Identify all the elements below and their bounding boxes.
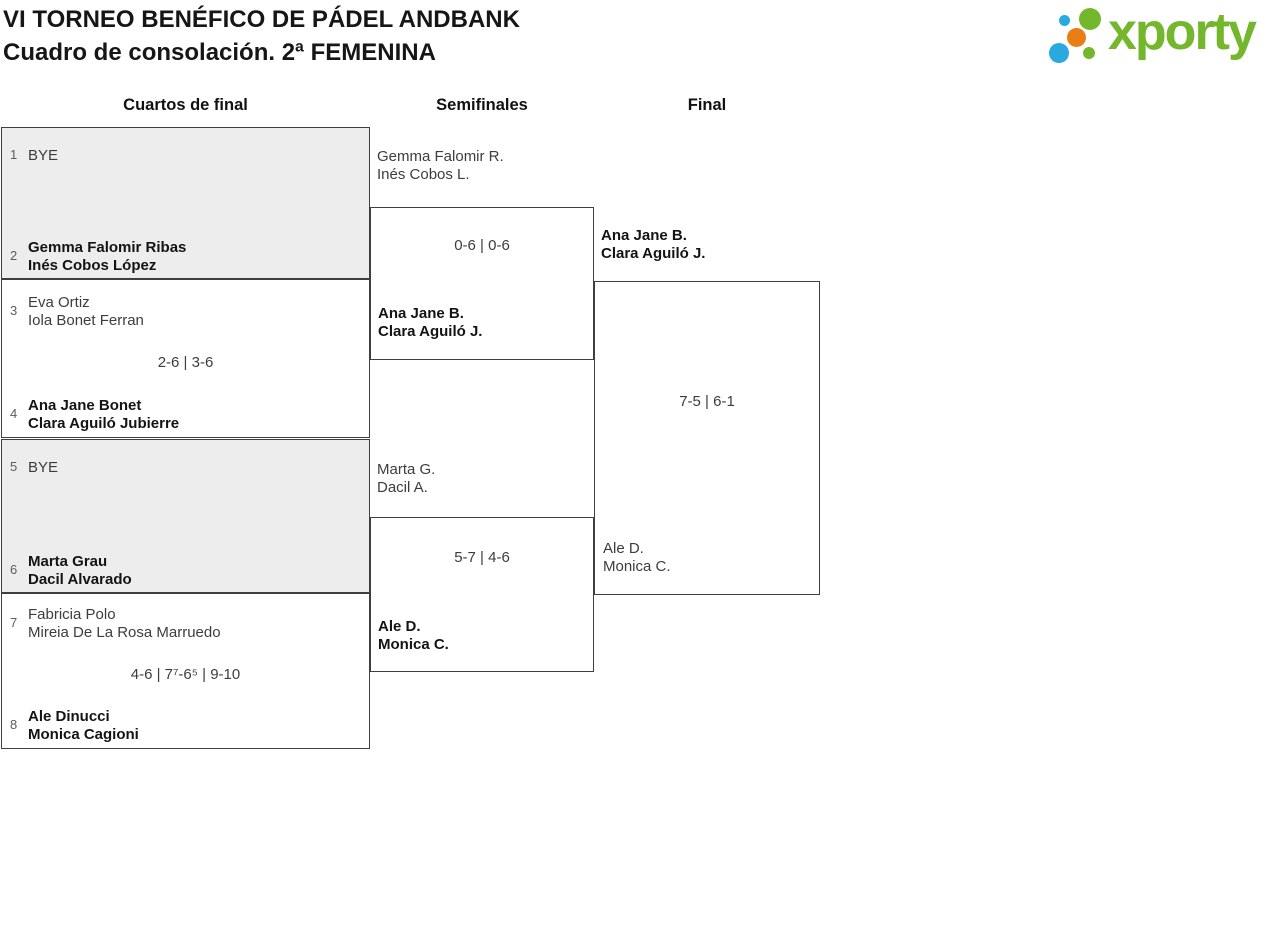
logo-dot-green-small-icon [1083, 47, 1095, 59]
team-qf3-top: BYE [28, 459, 58, 477]
team-sf1-bottom: Ana Jane B. Clara Aguiló J. [378, 305, 482, 341]
team-line: Gemma Falomir R. [377, 148, 504, 165]
team-line: Monica C. [603, 558, 671, 575]
seed-number: 1 [10, 147, 18, 162]
round-label-semifinales: Semifinales [436, 96, 528, 114]
team-line: Marta Grau [28, 553, 108, 570]
team-line: Clara Aguiló J. [601, 245, 706, 262]
team-final-bottom: Ale D. Monica C. [603, 540, 671, 576]
seed-number: 2 [10, 248, 18, 263]
team-line: Clara Aguiló J. [378, 323, 483, 340]
team-line: Ana Jane B. [378, 305, 464, 322]
team-qf4-bottom: Ale Dinucci Monica Cagioni [28, 708, 139, 744]
team-sf2-bottom: Ale D. Monica C. [378, 618, 449, 654]
logo-dot-blue-small-icon [1059, 15, 1070, 26]
seed-number: 6 [10, 562, 18, 577]
team-line: Dacil Alvarado [28, 571, 132, 588]
team-line: Fabricia Polo [28, 606, 116, 623]
round-label-cuartos: Cuartos de final [123, 96, 248, 114]
seed-number: 4 [10, 406, 18, 421]
team-line: Monica C. [378, 636, 449, 653]
logo-dot-blue-big-icon [1049, 43, 1069, 63]
team-final-top: Ana Jane B. Clara Aguiló J. [601, 227, 705, 263]
team-line: Inés Cobos L. [377, 166, 470, 183]
match-sf2[interactable]: 5-7 | 4-6 Ale D. Monica C. [370, 517, 594, 672]
team-qf1-top: BYE [28, 147, 58, 165]
match-score: 0-6 | 0-6 [454, 237, 510, 254]
team-line: Inés Cobos López [28, 257, 157, 274]
team-line: Eva Ortiz [28, 294, 90, 311]
seed-number: 8 [10, 717, 18, 732]
team-qf3-bottom: Marta Grau Dacil Alvarado [28, 553, 132, 589]
match-qf1[interactable]: 1 BYE 2 Gemma Falomir Ribas Inés Cobos L… [1, 127, 370, 279]
team-line: Iola Bonet Ferran [28, 312, 144, 329]
bracket-subtitle: Cuadro de consolación. 2ª FEMENINA [3, 39, 436, 66]
xporty-logo-text: xporty [1108, 3, 1257, 61]
logo-dot-green-big-icon [1079, 8, 1101, 30]
page-title: VI TORNEO BENÉFICO DE PÁDEL ANDBANK Cuad… [3, 3, 520, 69]
team-line: Ale D. [378, 618, 421, 635]
match-final[interactable]: 7-5 | 6-1 Ale D. Monica C. [594, 281, 820, 595]
team-line: BYE [28, 459, 59, 476]
match-qf4[interactable]: 7 Fabricia Polo Mireia De La Rosa Marrue… [1, 593, 370, 749]
team-line: Ale D. [603, 540, 644, 557]
team-qf2-bottom: Ana Jane Bonet Clara Aguiló Jubierre [28, 397, 179, 433]
tournament-title: VI TORNEO BENÉFICO DE PÁDEL ANDBANK [3, 6, 520, 33]
team-line: Dacil A. [377, 479, 428, 496]
team-sf1-top: Gemma Falomir R. Inés Cobos L. [377, 148, 504, 184]
team-line: Ana Jane Bonet [28, 397, 142, 414]
team-line: Ale Dinucci [28, 708, 110, 725]
team-line: Monica Cagioni [28, 726, 139, 743]
seed-number: 3 [10, 303, 18, 318]
match-qf3[interactable]: 5 BYE 6 Marta Grau Dacil Alvarado [1, 439, 370, 593]
team-line: Clara Aguiló Jubierre [28, 415, 180, 432]
team-line: Ana Jane B. [601, 227, 687, 244]
team-qf1-bottom: Gemma Falomir Ribas Inés Cobos López [28, 239, 186, 275]
match-score: 5-7 | 4-6 [454, 549, 510, 566]
match-score: 4-6 | 7⁷-6⁵ | 9-10 [130, 666, 241, 683]
team-qf2-top: Eva Ortiz Iola Bonet Ferran [28, 294, 144, 330]
xporty-logo[interactable]: xporty [1048, 3, 1278, 72]
team-line: Marta G. [377, 461, 436, 478]
match-sf1[interactable]: 0-6 | 0-6 Ana Jane B. Clara Aguiló J. [370, 207, 594, 360]
team-line: Gemma Falomir Ribas [28, 239, 187, 256]
match-qf2[interactable]: 3 Eva Ortiz Iola Bonet Ferran 2-6 | 3-6 … [1, 279, 370, 438]
seed-number: 5 [10, 459, 18, 474]
round-label-final: Final [687, 96, 727, 114]
team-line: Mireia De La Rosa Marruedo [28, 624, 221, 641]
seed-number: 7 [10, 615, 18, 630]
team-line: BYE [28, 147, 59, 164]
match-score: 2-6 | 3-6 [157, 354, 214, 371]
logo-dot-orange-icon [1067, 28, 1086, 47]
match-score: 7-5 | 6-1 [679, 393, 735, 410]
team-qf4-top: Fabricia Polo Mireia De La Rosa Marruedo [28, 606, 221, 642]
team-sf2-top: Marta G. Dacil A. [377, 461, 435, 497]
